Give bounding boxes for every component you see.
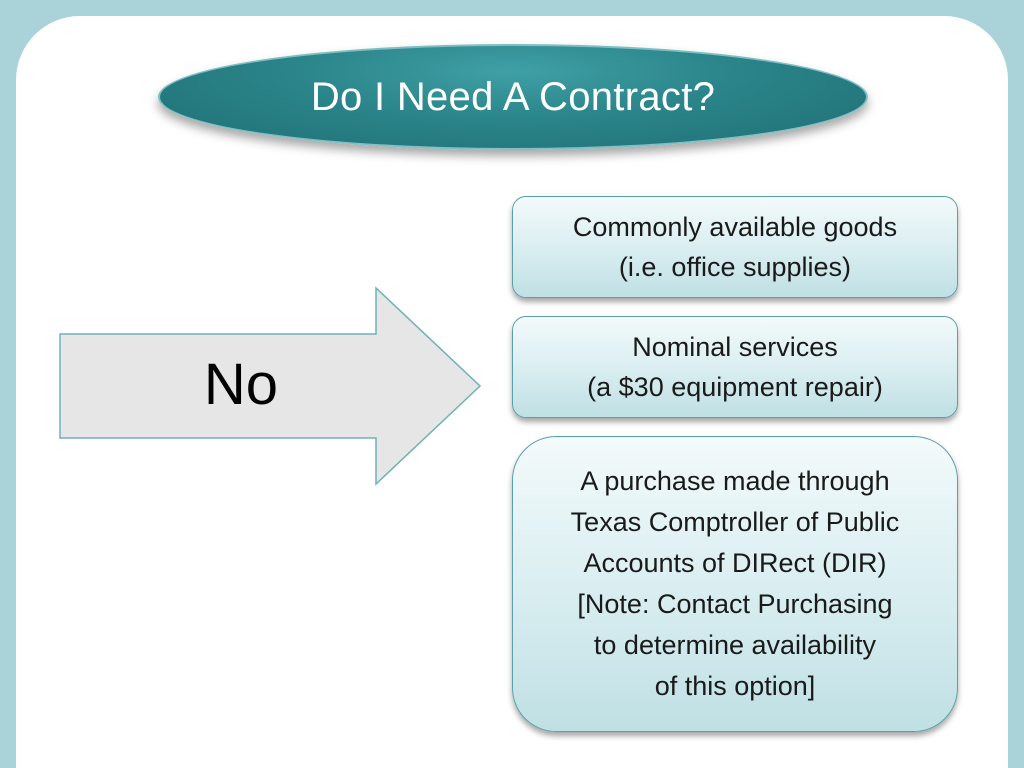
option-line: A purchase made through <box>580 466 890 496</box>
option-line: [Note: Contact Purchasing <box>577 589 893 619</box>
slide-title: Do I Need A Contract? <box>310 74 716 119</box>
option-box-goods: Commonly available goods (i.e. office su… <box>512 196 958 298</box>
option-line: to determine availability <box>593 630 877 660</box>
title-banner: Do I Need A Contract? <box>158 44 868 150</box>
option-line: Commonly available goods <box>572 212 898 242</box>
option-line: (i.e. office supplies) <box>618 252 852 282</box>
option-line: Accounts of DIRect (DIR) <box>583 548 887 578</box>
right-arrow-shape <box>59 286 482 486</box>
option-line: (a $30 equipment repair) <box>587 372 883 402</box>
option-box-dir-purchase: A purchase made through Texas Comptrolle… <box>512 436 958 732</box>
option-line: Texas Comptroller of Public <box>570 507 900 537</box>
option-line: of this option] <box>654 671 816 701</box>
option-box-services: Nominal services (a $30 equipment repair… <box>512 316 958 418</box>
slide-canvas: Do I Need A Contract? No Commonly availa… <box>16 16 1008 768</box>
option-line: Nominal services <box>632 332 838 362</box>
arrow-label: No <box>203 351 279 417</box>
